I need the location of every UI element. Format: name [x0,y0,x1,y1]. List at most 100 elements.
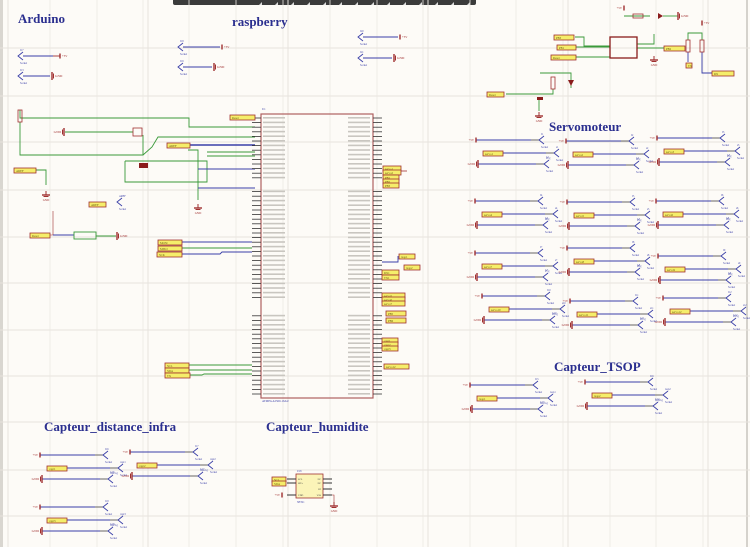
gnd-label: GND [32,477,40,481]
net-label-mosi[interactable]: MOSI [157,239,183,246]
net-label-rx[interactable]: RX [711,70,735,77]
ic-pin-name [263,144,285,147]
net-label-box [381,274,400,281]
servo-8-net-label[interactable]: servo8 [573,258,595,265]
vcc-label: +5V [560,200,566,204]
socket-chevron [725,293,732,303]
net-label-pb1-2[interactable]: PB1 [556,44,577,51]
socket-designator: J4 [540,194,543,197]
socket-type: Socket [736,220,743,223]
ic-pin-name [348,153,370,156]
net-label-rx1[interactable]: RX1 [381,269,400,276]
socket-chevron [643,149,650,159]
net-label-pb2-2[interactable]: PB2 [663,45,686,52]
vcc-label: +5V [468,251,474,255]
socket-type: Socket [200,482,207,485]
net-label-reset-4[interactable]: Reset [486,91,505,98]
socket-chevron [357,53,364,63]
power-port-vcc-icon: +5V [33,452,41,458]
servo-12-net-label[interactable]: servo12 [669,308,691,315]
socket-chevron [637,320,644,330]
servo-7-net-label[interactable]: servo7 [481,263,503,270]
net-label-pb3-2[interactable]: PB3 [553,34,575,41]
net-label-sda[interactable]: SDA [164,367,190,374]
section-title-servomoteur: Servomoteur [549,119,622,134]
ic-pin-name: VDD [298,494,303,497]
socket-designator: s5-g [637,219,642,222]
servo-3-net-label[interactable]: servo3 [663,148,685,155]
mosfet-level-shifter[interactable] [609,36,638,59]
socket-type: Socket [210,471,217,474]
tsop-2-net-label[interactable]: tsop2 [591,392,613,399]
socket-designator: s12 [743,304,747,307]
ruler-tick [419,2,422,5]
net-label-reset-3[interactable]: Reset [550,54,577,61]
ic-pin-name [348,126,370,128]
net-label-tx-2[interactable]: TX [685,62,693,69]
right-scrollbar[interactable] [746,0,748,547]
net-label-reset-2[interactable]: Reset [29,232,51,239]
net-label-text: PB1 [385,176,391,180]
net-label-reset[interactable]: Reset [229,114,256,121]
socket-chevron [662,390,669,400]
infra-3-net-label[interactable]: capt3 [46,517,68,524]
socket-chevron [543,159,550,169]
socket-type: Socket [637,232,644,235]
net-label-sda-2[interactable]: SDA [271,480,287,487]
net-label-servo2[interactable]: servo2 [382,169,402,176]
net-label-servo7[interactable]: servo7 [381,300,406,307]
ic-pin-name [348,337,370,340]
net-label-tx1[interactable]: TX1 [381,274,400,281]
socket-chevron [634,267,641,277]
wires-layer [19,15,741,532]
vcc-label: +5V [617,6,623,10]
ic-pin-name [348,365,370,367]
servo-1-net-label[interactable]: servo1 [482,150,504,157]
vcc-label: +5V [123,450,129,454]
net-label-pb5[interactable]: PB5 [385,310,407,317]
servo-11-net-label[interactable]: servo11 [576,311,598,318]
net-label-text: capt3 [49,519,56,523]
gnd-label: GND [122,474,130,478]
net-label-box [164,372,191,379]
net-label-text: servo4 [484,213,492,217]
power-port-gnd-icon: GND [32,475,43,483]
net-label-tsop1[interactable]: tsop1 [398,253,416,260]
socket-type: Socket [637,278,644,281]
servo-4-net-label[interactable]: servo4 [481,211,503,218]
socket-chevron [647,309,654,319]
servo-9-net-label[interactable]: servo9 [664,266,686,273]
gnd-label: GND [655,320,663,324]
net-label-tx[interactable]: TX [164,372,191,379]
tsop-1-net-label[interactable]: tsop1 [476,395,498,402]
net-label-servo12[interactable]: servo12 [383,363,410,370]
net-label-miso[interactable]: MISO [157,245,183,252]
ic-pin-name [263,135,285,137]
net-label-aref-2[interactable]: AREF [13,167,37,174]
servo-6-net-label[interactable]: servo6 [662,211,684,218]
net-label-tsop2[interactable]: tsop2 [403,264,421,271]
ic-pin-name [263,379,285,381]
infra-1-net-label[interactable]: capt1 [46,465,68,472]
net-label-scl[interactable]: SCL [164,362,190,369]
servo-5-net-label[interactable]: servo5 [573,212,595,219]
net-label-sck[interactable]: SCK [156,251,183,258]
net-label-aref-3[interactable]: AREF [88,201,107,208]
net-label-pb6[interactable]: PB6 [385,317,407,324]
net-label-capt3[interactable]: capt3 [381,345,399,352]
net-label-box [382,182,400,189]
infra-2-net-label[interactable]: capt2 [136,462,158,469]
servo-2-net-label[interactable]: servo2 [572,151,594,158]
ic-pin-name [348,218,370,220]
ic-pin-name [263,333,285,335]
net-label-pb3[interactable]: PB3 [382,182,400,189]
net-label-aref[interactable]: AREF [166,142,191,149]
servo-10-net-label[interactable]: servo10 [488,306,510,313]
